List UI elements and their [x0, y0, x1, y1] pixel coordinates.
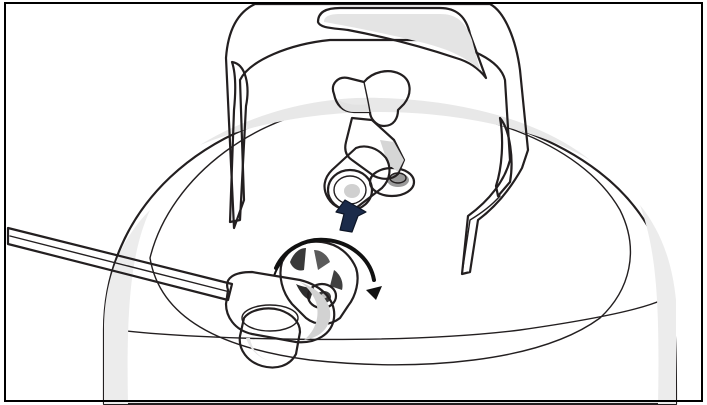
tank-collar — [226, 4, 528, 274]
rotation-arrow — [274, 240, 382, 300]
regulator-inlet — [226, 272, 334, 368]
tank-valve — [345, 118, 414, 196]
